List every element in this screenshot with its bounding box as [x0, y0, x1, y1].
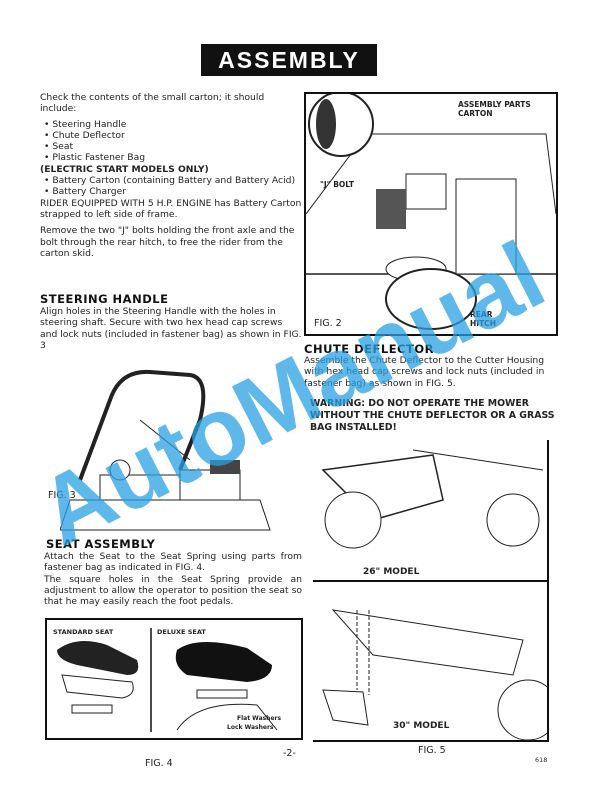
chute-heading: CHUTE DEFLECTOR — [304, 342, 434, 356]
fig2-box: ASSEMBLY PARTS CARTON "J" BOLT REAR HITC… — [304, 92, 558, 336]
model-26-label: 26" MODEL — [363, 567, 420, 577]
seat-text-2: The square holes in the Seat Spring prov… — [44, 573, 302, 608]
seat-text: Attach the Seat to the Seat Spring using… — [44, 551, 302, 607]
fig2-caption: FIG. 2 — [314, 318, 342, 329]
chute-deflector-illustration — [313, 449, 547, 740]
fig4-box: STANDARD SEAT DELUXE SEAT Flat Washers L… — [45, 618, 303, 740]
standard-seat-label: STANDARD SEAT — [53, 628, 114, 636]
steering-handle-illustration — [60, 369, 271, 531]
seat-heading: SEAT ASSEMBLY — [46, 537, 156, 551]
list-item: Chute Deflector — [44, 130, 302, 141]
rider-note: has Battery Carton strapped to left side… — [40, 197, 302, 220]
rear-hitch-label: REAR HITCH — [470, 310, 496, 328]
chute-warning: WARNING: DO NOT OPERATE THE MOWER WITHOU… — [310, 398, 555, 433]
electric-heading: (ELECTRIC START MODELS ONLY) — [40, 163, 209, 175]
page-title: ASSEMBLY — [201, 44, 377, 76]
j-bolt-label: "J" BOLT — [320, 180, 354, 189]
list-item: Plastic Fastener Bag — [44, 152, 302, 163]
model-30-label: 30" MODEL — [393, 721, 450, 731]
fig4-caption: FIG. 4 — [145, 758, 173, 769]
steering-text: Align holes in the Steering Handle with … — [40, 306, 302, 351]
rider-note-bold: RIDER EQUIPPED WITH 5 H.P. ENGINE — [40, 197, 212, 209]
fig5-box: 26" MODEL 30" MODEL — [313, 440, 549, 742]
steering-heading: STEERING HANDLE — [40, 292, 169, 306]
intro-section: Check the contents of the small carton; … — [40, 92, 302, 259]
deluxe-seat-label: DELUXE SEAT — [157, 628, 206, 636]
assembly-carton-label: ASSEMBLY PARTS CARTON — [458, 100, 531, 118]
page-number: -2- — [283, 748, 296, 759]
flat-washers-label: Flat Washers — [237, 715, 282, 722]
lock-washers-label: Lock Washers — [227, 724, 274, 731]
intro-text: Check the contents of the small carton; … — [40, 92, 265, 115]
seat-text-1: Attach the Seat to the Seat Spring using… — [44, 551, 302, 574]
fig3-caption: FIG. 3 — [48, 490, 76, 501]
list-item: Seat — [44, 141, 302, 152]
list-item: Steering Handle — [44, 119, 302, 130]
rider-in-carton-illustration — [306, 94, 556, 330]
chute-text: Assemble the Chute Deflector to the Cutt… — [304, 355, 545, 389]
seat-illustration — [57, 628, 278, 732]
remove-text: Remove the two "J" bolts holding the fro… — [40, 225, 295, 259]
list-item: Battery Carton (containing Battery and B… — [44, 175, 302, 186]
list-item: Battery Charger — [44, 186, 302, 197]
page-code: 618 — [535, 756, 548, 764]
fig5-caption: FIG. 5 — [418, 745, 446, 756]
